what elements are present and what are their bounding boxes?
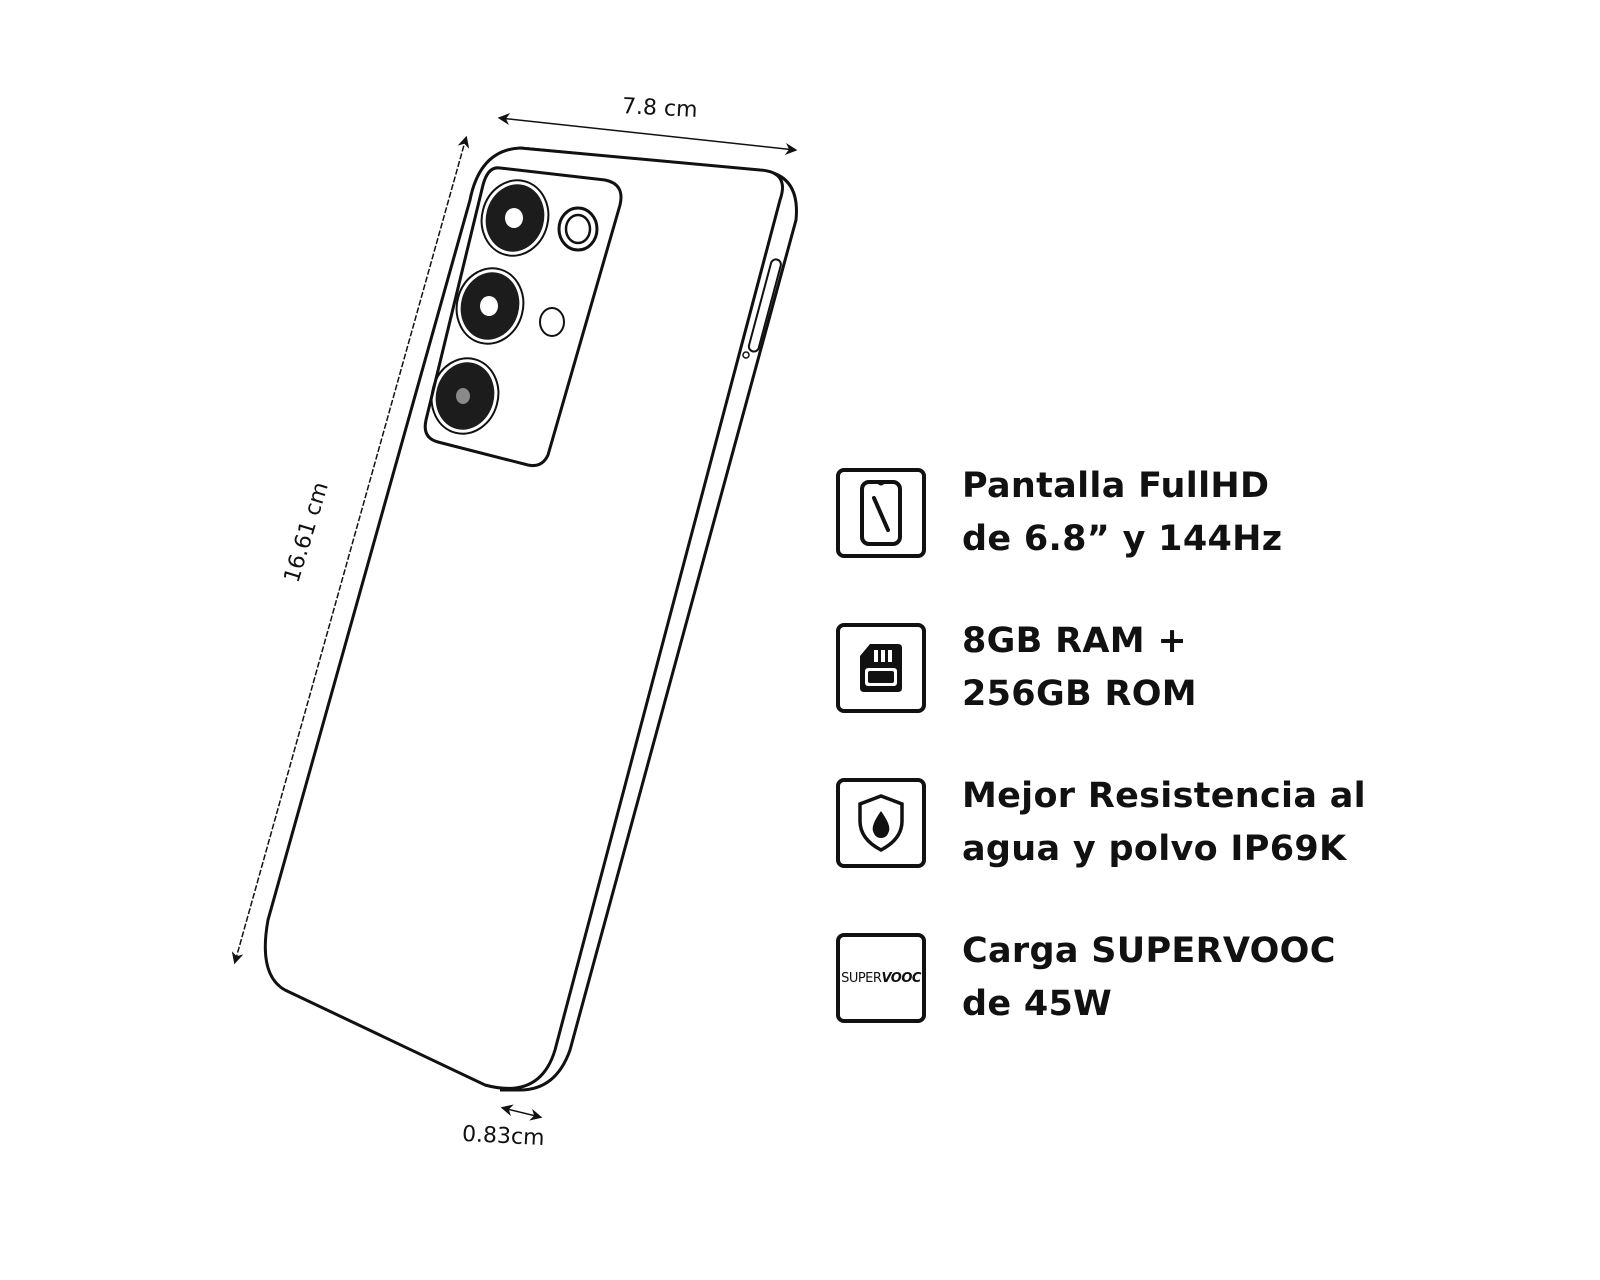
depth-dimension-label: 0.83cm — [461, 1121, 546, 1152]
feature-display-line-1: Pantalla FullHD — [962, 466, 1270, 506]
phone-screen-icon — [836, 468, 926, 558]
feature-charging-line-1: Carga SUPERVOOC — [962, 931, 1336, 971]
sensor-icon — [539, 307, 565, 337]
feature-charging: SUPERVOOC Carga SUPERVOOC de 45W — [836, 925, 1336, 1031]
width-dimension-arrow — [497, 113, 798, 155]
depth-dimension-arrow — [500, 1104, 543, 1121]
feature-display-line-2: de 6.8” y 144Hz — [962, 519, 1283, 559]
phone-side-edge — [500, 146, 798, 1092]
feature-resistance-line-1: Mejor Resistencia al — [962, 776, 1366, 816]
memory-card-icon — [836, 623, 926, 713]
supervooc-logo-text-super: SUPER — [841, 970, 882, 986]
camera-lens-2 — [455, 267, 525, 345]
feature-resistance-line-2: agua y polvo IP69K — [962, 829, 1347, 869]
feature-memory: 8GB RAM + 256GB ROM — [836, 615, 1197, 721]
height-dimension-arrow — [231, 135, 470, 965]
phone-back-outline — [263, 146, 784, 1090]
feature-memory-line-2: 256GB ROM — [962, 674, 1197, 714]
camera-lens-1 — [480, 179, 550, 257]
feature-charging-line-2: de 45W — [962, 984, 1113, 1024]
width-dimension-label: 7.8 cm — [621, 94, 699, 123]
supervooc-logo-icon: SUPERVOOC — [836, 933, 926, 1023]
feature-display: Pantalla FullHD de 6.8” y 144Hz — [836, 460, 1282, 566]
flash-icon — [557, 206, 599, 252]
camera-lens-3 — [430, 357, 500, 435]
supervooc-logo-text-vooc: VOOC — [881, 970, 921, 986]
side-hole — [742, 351, 750, 359]
shield-water-drop-icon — [836, 778, 926, 868]
volume-button — [747, 258, 782, 353]
feature-resistance: Mejor Resistencia al agua y polvo IP69K — [836, 770, 1366, 876]
feature-memory-line-1: 8GB RAM + — [962, 621, 1188, 661]
